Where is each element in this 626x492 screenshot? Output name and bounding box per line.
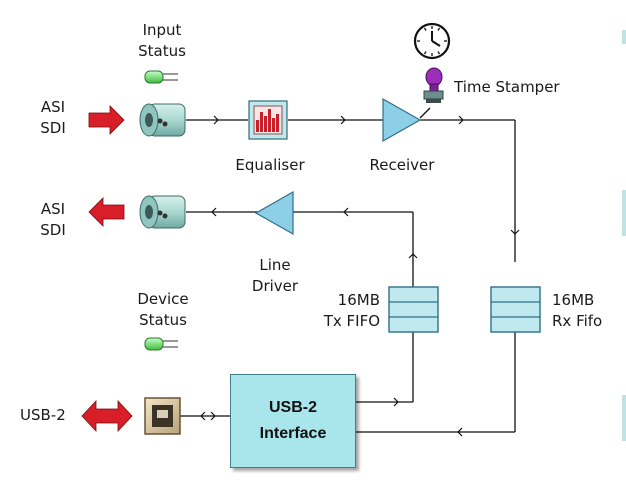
input-status-line1: Input (142, 21, 182, 39)
time-stamper-icon (423, 67, 444, 103)
input-status-led-icon (144, 70, 178, 84)
receiver-label: Receiver (369, 156, 435, 174)
usb-interface-title: USB-2 (268, 399, 317, 416)
line-driver-line2: Driver (251, 277, 299, 295)
usb-bidirectional-arrow-icon (81, 399, 133, 433)
edge-strip (622, 395, 626, 441)
usb-interface-subtitle: Interface (259, 425, 327, 442)
receiver-amplifier-icon (382, 97, 422, 143)
input-status-label: Input Status (130, 20, 194, 62)
rx-fifo-size: 16MB (552, 291, 595, 309)
usb-port-icon (144, 397, 181, 435)
rx-fifo-label: 16MB Rx Fifo (552, 290, 602, 332)
input-arrow-icon (88, 105, 125, 135)
asi-sdi-output-label: ASI SDI (32, 199, 74, 241)
asi-sdi-input-label: ASI SDI (32, 97, 74, 139)
asi-in-line1: ASI (40, 98, 66, 116)
asi-out-line1: ASI (40, 200, 66, 218)
device-status-label: Device Status (126, 289, 200, 331)
tx-fifo-name: Tx FIFO (323, 312, 380, 330)
edge-strip (622, 190, 626, 236)
signal-lines (180, 107, 516, 433)
rx-fifo-icon (490, 286, 541, 333)
output-arrow-icon (88, 197, 125, 227)
line-driver-amplifier-icon (254, 190, 294, 236)
sdi-out-line2: SDI (40, 221, 66, 239)
equaliser-label: Equaliser (235, 156, 305, 174)
usb2-label: USB-2 (20, 406, 66, 424)
rx-fifo-name: Rx Fifo (552, 312, 603, 330)
device-status-led-icon (144, 337, 178, 351)
tx-fifo-icon (388, 286, 439, 333)
tx-fifo-size: 16MB (337, 291, 380, 309)
device-status-line2: Status (139, 311, 187, 329)
tx-fifo-label: 16MB Tx FIFO (302, 290, 380, 332)
line-driver-label: Line Driver (243, 255, 307, 297)
line-arrowheads (200, 115, 520, 437)
input-status-line2: Status (138, 42, 186, 60)
line-driver-line1: Line (259, 256, 291, 274)
equaliser-icon (248, 100, 288, 140)
device-status-line1: Device (137, 290, 189, 308)
sdi-in-line2: SDI (40, 119, 66, 137)
clock-icon (413, 22, 451, 60)
usb-interface-block: USB-2 Interface (230, 374, 356, 468)
output-connector-icon (139, 195, 186, 229)
line-stamper-link (419, 107, 431, 119)
input-connector-icon (139, 103, 186, 137)
time-stamper-label: Time Stamper (454, 78, 560, 96)
edge-strip (622, 30, 626, 44)
